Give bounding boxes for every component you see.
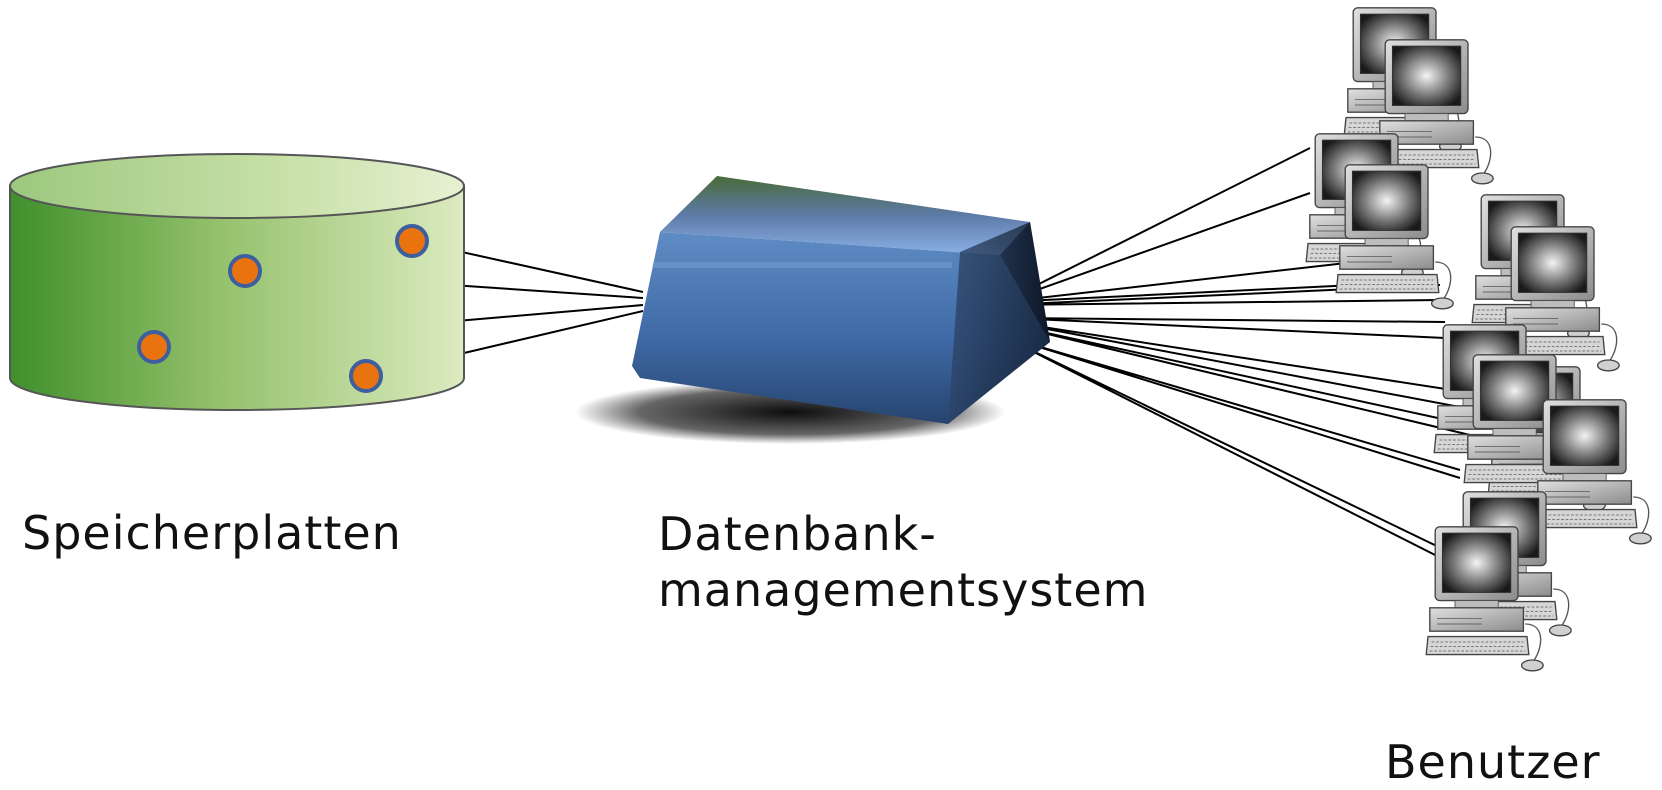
dbms-front-face — [632, 232, 1050, 424]
users-label: Benutzer — [1385, 735, 1601, 789]
dbms-label-line2: managementsystem — [658, 563, 1149, 617]
user-computer-icon — [1335, 164, 1454, 310]
user-computers — [1305, 7, 1652, 672]
dbms-highlight — [652, 262, 952, 268]
dbms-label-line1: Datenbank- — [658, 507, 937, 561]
dbms-box — [575, 176, 1050, 444]
disk-data-points — [137, 224, 429, 393]
storage-disk — [9, 153, 465, 411]
dbms-side-shade — [948, 222, 1050, 424]
disk-data-point — [137, 330, 171, 364]
disk-data-point — [395, 224, 429, 258]
user-computer-icon — [1533, 399, 1652, 545]
disk-data-point — [228, 254, 262, 288]
dbms-top-face — [660, 176, 1030, 255]
disk-top — [9, 153, 465, 219]
dbms-label: Datenbank- managementsystem — [658, 506, 1148, 618]
disk-body — [9, 185, 465, 411]
storage-label: Speicherplatten — [22, 506, 402, 560]
disk-data-point — [349, 359, 383, 393]
